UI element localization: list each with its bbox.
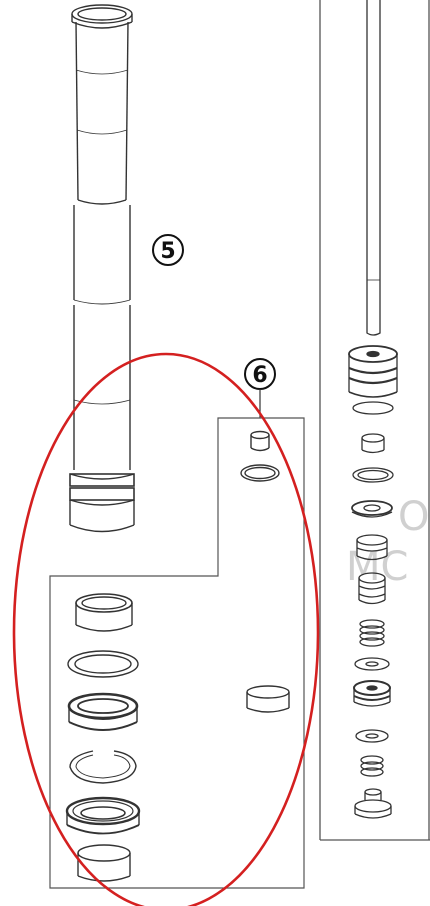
guide-bushing-top (75, 593, 133, 632)
callout-5-label: 5 (160, 239, 175, 264)
fork-tube (69, 4, 135, 533)
cartridge-washer-2-hole (365, 733, 379, 739)
dust-seal (65, 796, 141, 835)
o-ring (240, 464, 280, 482)
circlip (69, 750, 137, 784)
guide-bushing-bottom (77, 844, 131, 882)
cartridge-spring (359, 619, 385, 647)
cartridge-spring-2 (360, 755, 384, 777)
watermark-line1: O (398, 494, 429, 540)
valve-body-2 (358, 572, 386, 605)
callout-6: 6 (244, 358, 276, 418)
highlight-ellipse (12, 352, 320, 906)
base-valve (353, 680, 391, 707)
seal-kit-parts (65, 430, 290, 882)
guide-bushing-right (246, 685, 290, 713)
piston-assembly (348, 345, 398, 415)
small-bushing (250, 430, 270, 452)
cartridge-o-ring (352, 467, 394, 483)
cartridge-washer-2 (355, 729, 389, 743)
bottom-nut (354, 788, 392, 819)
cartridge-o-ring-inner (357, 469, 389, 481)
oil-seal (67, 692, 139, 731)
callout-5: 5 (152, 234, 184, 266)
cartridge-washer-1 (354, 657, 390, 671)
cartridge-panel (319, 0, 430, 841)
cartridge-washer-1-hole (365, 661, 379, 667)
valve-body-1 (356, 534, 388, 561)
damper-rod (366, 0, 381, 336)
seal-kit-box (49, 417, 305, 889)
cartridge-bushing (361, 433, 385, 454)
washer (67, 650, 139, 678)
shim-stack-1 (351, 500, 393, 518)
callout-6-label: 6 (252, 363, 267, 388)
